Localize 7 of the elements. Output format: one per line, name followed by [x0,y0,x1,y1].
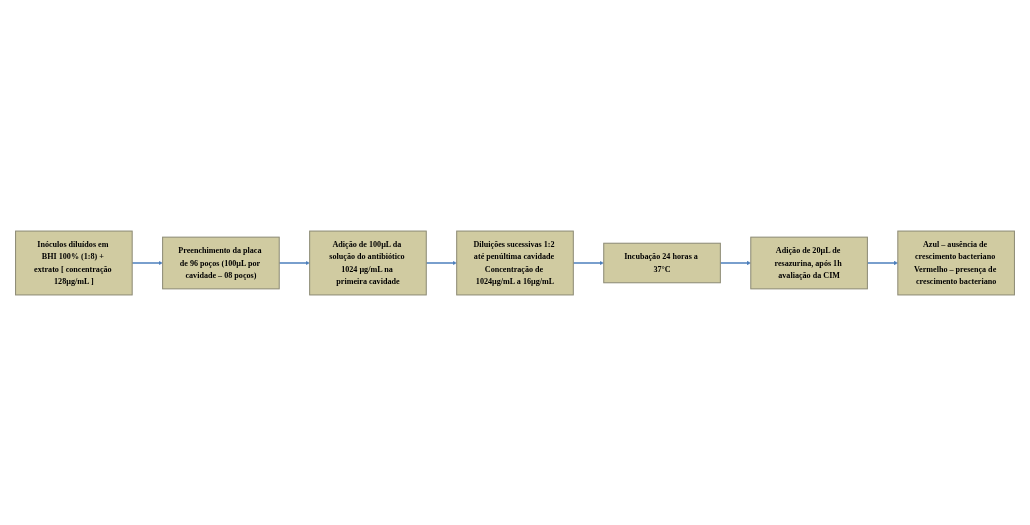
node-box: Adição de 20µL de resazurina, após 1h avaliação da CIM [750,236,868,289]
node-box: Incubação 24 horas a 37°C [603,242,721,283]
node-box: Adição de 100µL da solução do antibiótico 1024 µg/mL na primeira cavidade [309,230,427,295]
node-box: Diluições sucessivas 1:2 até penúltima cavidade Concentração de 1024µg/mL a 16µg/mL [456,230,574,295]
node-box: Preenchimento da placa de 96 poços (100µL por cavidade – 08 poços) [162,236,280,289]
node-box: Inóculos diluídos em BHI 100% (1:8) + extrato [ concentração 128µg/mL ] [15,230,133,295]
node-box: Azul – ausência de crescimento bacteriano Vermelho – presença de crescimento bacteriano [897,230,1015,295]
